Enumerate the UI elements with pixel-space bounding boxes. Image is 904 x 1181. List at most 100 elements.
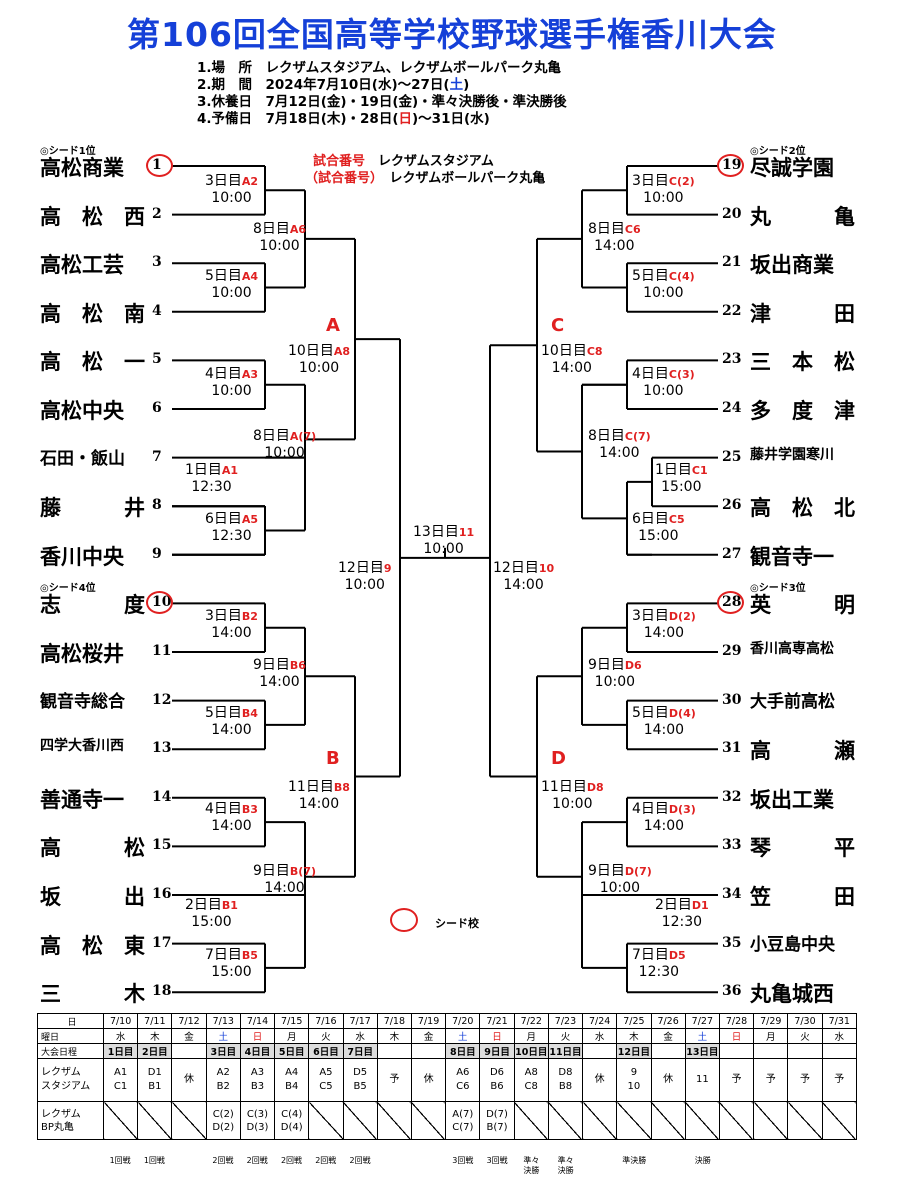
schedule-cell: D5 B5 [342, 1058, 378, 1102]
team-name: 津 田 [750, 300, 855, 326]
match-day: 4日目 [205, 801, 242, 817]
team-number: 31 [722, 740, 742, 757]
match-time: 10:00 [599, 880, 641, 896]
schedule-cell: 2日目 [137, 1043, 173, 1059]
schedule-cell: 12日目 [616, 1043, 652, 1059]
legend-bp: （試合番号） レクザムボールパーク丸亀 [305, 171, 546, 186]
team-name: 高 松 東 [40, 932, 145, 958]
match-label: 9日目B(7)14:00 [253, 863, 316, 897]
team-number: 30 [722, 691, 742, 708]
match-code: C(7) [624, 430, 651, 443]
schedule-cell [787, 1101, 823, 1140]
team-name: 高松工芸 [40, 252, 124, 278]
team-name: 高 松 北 [750, 495, 855, 521]
schedule-cell: 9日目 [479, 1043, 515, 1059]
match-time: 14:00 [551, 360, 592, 376]
match-time: 10:00 [259, 238, 300, 254]
match-day: 6日目 [632, 511, 669, 527]
seed-key-circle [390, 908, 418, 932]
match-code: C(2) [668, 175, 695, 188]
schedule-cell: 7/15 [274, 1013, 310, 1029]
schedule-cell: 日 [718, 1028, 755, 1044]
schedule-cell: D6 B6 [479, 1058, 515, 1102]
team-number: 18 [152, 983, 172, 1000]
team-name: 四学大香川西 [40, 738, 124, 755]
team-name: 三 本 松 [750, 349, 855, 375]
schedule-cell: 予 [821, 1058, 858, 1102]
match-time: 12:30 [638, 964, 680, 980]
schedule-cell [308, 1101, 344, 1140]
tournament-info: 1.場 所 レクザムスタジアム、レクザムボールパーク丸亀 2.期 間 2024年… [197, 60, 567, 128]
block-label: C [551, 315, 565, 336]
schedule-cell: C(3) D(3) [239, 1101, 276, 1140]
schedule-cell [787, 1043, 823, 1059]
match-day: 7日目 [632, 947, 669, 963]
match-code: B8 [333, 781, 350, 794]
schedule-cell: 7/20 [445, 1013, 481, 1029]
match-code: A3 [241, 368, 259, 381]
schedule-cell [582, 1101, 618, 1140]
match-time: 10:00 [298, 360, 340, 376]
schedule-cell: 7/31 [821, 1013, 858, 1029]
schedule-cell: 金 [650, 1028, 686, 1044]
schedule-cell: 8日目 [445, 1043, 481, 1059]
team-number: 3 [152, 254, 162, 271]
team-number: 8 [152, 497, 162, 514]
schedule-cell: 予 [376, 1058, 412, 1102]
match-day: 3日目 [205, 608, 242, 624]
team-name: 英 明 [750, 592, 855, 618]
match-code: D(3) [668, 803, 696, 816]
match-time: 10:00 [211, 285, 252, 301]
block-label: B [326, 748, 340, 769]
schedule-round-label: 1回戦 [143, 1156, 165, 1165]
team-name: 多 度 津 [750, 398, 855, 423]
match-time: 12:30 [191, 479, 232, 495]
match-code: A5 [241, 513, 259, 526]
team-name: 高 瀬 [750, 738, 855, 764]
schedule-cell: D8 B8 [547, 1058, 584, 1102]
team-name: 善通寺一 [40, 786, 124, 812]
schedule-cell: A5 C5 [308, 1058, 344, 1102]
schedule-cell: 休 [410, 1058, 447, 1102]
schedule-cell: A1 C1 [102, 1058, 139, 1102]
match-time: 14:00 [211, 818, 252, 834]
info-period: 2.期 間 2024年7月10日(水)～27日(土) [197, 77, 470, 93]
schedule-cell: 5日目 [274, 1043, 310, 1059]
seed-label: ◎シード3位 [750, 583, 806, 595]
match-code: C(3) [668, 368, 695, 381]
schedule-cell [718, 1043, 755, 1059]
team-name: 観音寺一 [750, 543, 834, 569]
match-time: 15:00 [661, 479, 702, 495]
match-day: 13日目 [413, 524, 459, 540]
match-day: 7日目 [205, 947, 242, 963]
match-time: 12:30 [661, 914, 703, 930]
match-code: A4 [241, 270, 259, 283]
schedule-cell: D1 B1 [137, 1058, 173, 1102]
team-name: 坂出工業 [750, 786, 834, 812]
info-reserve-days: 4.予備日 7月18日(木)・28日(日)～31日(水) [197, 111, 490, 127]
seed-label: ◎シード4位 [40, 583, 96, 595]
match-code: B5 [241, 949, 258, 962]
schedule-cell: 10日目 [513, 1043, 549, 1059]
team-number: 29 [722, 643, 742, 659]
schedule-cell: 水 [582, 1028, 618, 1044]
match-day: 5日目 [205, 705, 242, 721]
schedule-cell: 火 [787, 1028, 823, 1044]
match-day: 8日目 [588, 221, 625, 237]
match-time: 14:00 [594, 238, 635, 254]
team-name: 丸 亀 [750, 203, 855, 229]
team-name: 観音寺総合 [40, 691, 125, 712]
schedule-cell: 日 [479, 1028, 515, 1044]
info-venue: 1.場 所 レクザムスタジアム、レクザムボールパーク丸亀 [197, 60, 562, 76]
match-code: C6 [624, 223, 641, 236]
team-name: 高松桜井 [40, 641, 124, 666]
schedule-cell [102, 1101, 139, 1140]
schedule-cell: 7/11 [137, 1013, 173, 1029]
team-number: 15 [152, 837, 172, 854]
